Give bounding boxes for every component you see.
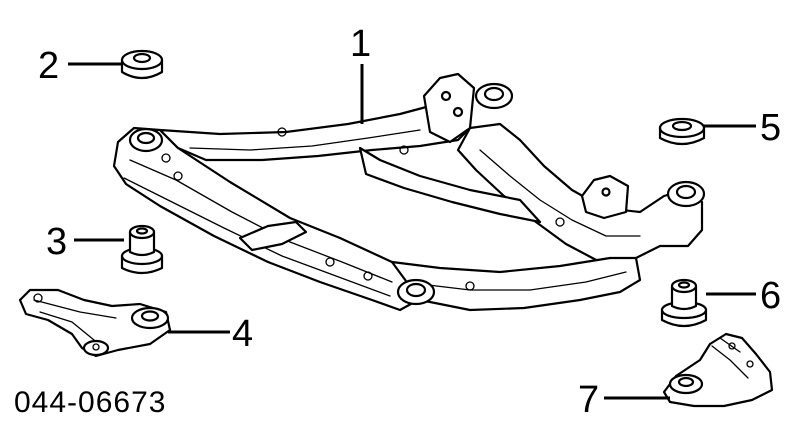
callout-6: 6	[760, 275, 781, 317]
leader-lines	[68, 62, 756, 400]
callout-1: 1	[350, 23, 371, 65]
part-code: 044-06673	[14, 386, 166, 419]
callout-4: 4	[232, 313, 253, 355]
bushing-top-left	[120, 49, 164, 80]
mount-bracket-right	[662, 332, 774, 408]
mount-right	[660, 278, 708, 328]
callout-2: 2	[38, 45, 59, 87]
callout-labels: 1 2 3 4 5 6 7	[38, 23, 781, 421]
subframe-crossmember	[112, 72, 706, 312]
mount-left	[120, 224, 164, 275]
callout-7: 7	[578, 379, 599, 421]
callout-5: 5	[760, 107, 781, 149]
mount-bracket-left	[18, 288, 172, 358]
bushing-top-right	[658, 117, 706, 146]
callout-3: 3	[46, 221, 67, 263]
